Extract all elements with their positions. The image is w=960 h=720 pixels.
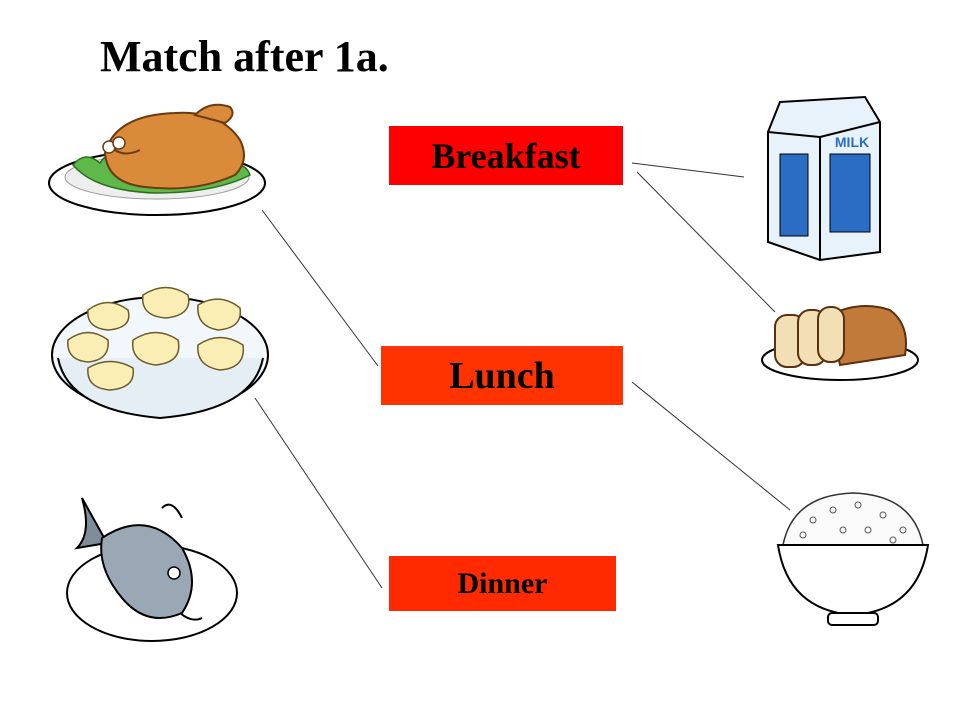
line-chicken-lunch bbox=[261, 209, 379, 367]
dumplings-icon[interactable] bbox=[48, 280, 273, 430]
roast-chicken-icon[interactable] bbox=[45, 95, 275, 225]
breakfast-label: Breakfast bbox=[389, 126, 623, 185]
line-lunch-rice bbox=[631, 381, 791, 511]
dinner-label: Dinner bbox=[389, 556, 616, 611]
rice-bowl-icon[interactable] bbox=[773, 485, 933, 635]
line-breakfast-bread bbox=[636, 171, 776, 313]
bread-icon[interactable] bbox=[760, 295, 920, 385]
milk-carton-icon[interactable]: MILK bbox=[760, 92, 895, 262]
line-dumplings-dinner bbox=[254, 397, 383, 589]
milk-carton-label: MILK bbox=[835, 134, 869, 150]
line-breakfast-milk bbox=[631, 162, 745, 178]
fish-icon[interactable] bbox=[52, 488, 242, 648]
lunch-label: Lunch bbox=[381, 346, 623, 405]
page-title: Match after 1a. bbox=[100, 32, 389, 81]
